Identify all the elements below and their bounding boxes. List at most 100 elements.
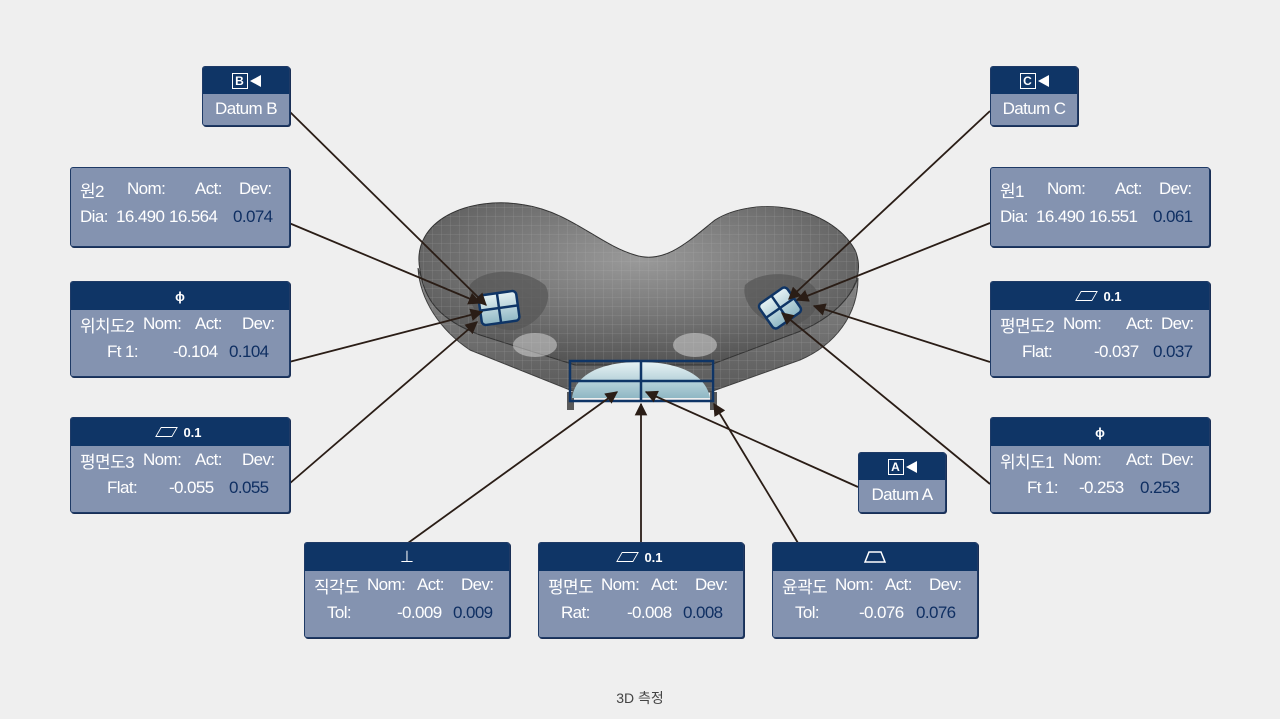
circle1-header-row: 원1 Nom: Act: Dev: — [991, 175, 1209, 203]
position2-symbol-header: ϕ — [71, 282, 289, 310]
nominal-heading: Nom: — [367, 575, 406, 594]
flatness-icon — [1075, 291, 1099, 301]
profile-icon — [864, 551, 886, 563]
actual-heading: Act: — [885, 575, 912, 594]
actual-heading: Act: — [1126, 450, 1153, 469]
leader-position2 — [288, 308, 484, 363]
actual-value: 16.564 — [169, 207, 218, 226]
actual-value: -0.076 — [859, 603, 904, 622]
front-window-feature — [568, 359, 715, 403]
actual-value: -0.055 — [169, 478, 214, 497]
parameter-label: Ft 1: — [1027, 478, 1059, 497]
circle2-value-row: Dia: 16.490 16.564 0.074 — [71, 203, 289, 231]
datum-triangle-icon — [249, 74, 261, 87]
flatness3-callout: 0.1 평면도3 Nom: Act: Dev: Flat: -0.055 0.0… — [70, 417, 290, 513]
flatness-icon — [155, 427, 179, 437]
deviation-value: 0.009 — [453, 603, 493, 622]
feature-name: 원2 — [80, 181, 105, 201]
nominal-heading: Nom: — [143, 450, 182, 469]
position1-value-row: Ft 1: -0.253 0.253 — [991, 474, 1209, 502]
position1-symbol-header: ϕ — [991, 418, 1209, 446]
position-icon: ϕ — [1095, 424, 1105, 440]
nominal-value: 16.490 — [116, 207, 165, 226]
datum-c-letter: C — [1019, 72, 1036, 89]
leader-datum-b — [288, 110, 487, 306]
actual-heading: Act: — [195, 450, 222, 469]
deviation-value: 0.008 — [683, 603, 723, 622]
deviation-heading: Dev: — [242, 450, 275, 469]
tolerance-value: 0.1 — [1103, 288, 1122, 304]
deviation-heading: Dev: — [1159, 179, 1192, 198]
parameter-label: Dia: — [80, 207, 108, 226]
parameter-label: Ft 1: — [107, 342, 139, 361]
flatness2-value-row: Flat: -0.037 0.037 — [991, 338, 1209, 366]
datum-a-letter: A — [887, 458, 904, 475]
profile-callout: 윤곽도 Nom: Act: Dev: Tol: -0.076 0.076 — [772, 542, 978, 638]
parameter-label: Tol: — [795, 603, 820, 622]
flatness2-symbol-header: 0.1 — [991, 282, 1209, 310]
deviation-heading: Dev: — [695, 575, 728, 594]
nominal-value: 16.490 — [1036, 207, 1085, 226]
deviation-value: 0.074 — [233, 207, 273, 226]
deviation-heading: Dev: — [1161, 314, 1194, 333]
profile-symbol-header — [773, 543, 977, 571]
deviation-heading: Dev: — [929, 575, 962, 594]
tolerance-value: 0.1 — [183, 424, 202, 440]
deviation-value: 0.061 — [1153, 207, 1193, 226]
part-flange — [417, 267, 859, 393]
figure-caption: 3D 측정 — [616, 690, 664, 706]
datum-a-header: A — [859, 453, 945, 480]
position2-header-row: 위치도2 Nom: Act: Dev: — [71, 310, 289, 338]
actual-value: -0.037 — [1094, 342, 1139, 361]
flatness-value-row: Rat: -0.008 0.008 — [539, 599, 743, 627]
deviation-value: 0.104 — [229, 342, 269, 361]
position2-value-row: Ft 1: -0.104 0.104 — [71, 338, 289, 366]
leader-flatness3 — [288, 321, 478, 485]
deviation-value: 0.055 — [229, 478, 269, 497]
leader-perpendicularity — [407, 391, 619, 544]
flatness-callout: 0.1 평면도 Nom: Act: Dev: Rat: -0.008 0.008 — [538, 542, 744, 638]
deviation-heading: Dev: — [242, 314, 275, 333]
parameter-label: Dia: — [1000, 207, 1028, 226]
profile-value-row: Tol: -0.076 0.076 — [773, 599, 977, 627]
actual-heading: Act: — [195, 314, 222, 333]
flatness-symbol-header: 0.1 — [539, 543, 743, 571]
feature-name: 직각도 — [314, 577, 360, 597]
datum-c-label: C Datum C — [990, 66, 1078, 126]
circle1-callout: 원1 Nom: Act: Dev: Dia: 16.490 16.551 0.0… — [990, 167, 1210, 247]
nominal-heading: Nom: — [835, 575, 874, 594]
deviation-heading: Dev: — [1161, 450, 1194, 469]
circle2-callout: 원2 Nom: Act: Dev: Dia: 16.490 16.564 0.0… — [70, 167, 290, 247]
feature-name: 평면도3 — [80, 452, 135, 472]
leader-datum-a — [644, 390, 859, 488]
parameter-label: Flat: — [107, 478, 138, 497]
position1-header-row: 위치도1 Nom: Act: Dev: — [991, 446, 1209, 474]
datum-a-text: Datum A — [871, 485, 934, 504]
flatness-header-row: 평면도 Nom: Act: Dev: — [539, 571, 743, 599]
actual-heading: Act: — [1126, 314, 1153, 333]
perpendicularity-header-row: 직각도 Nom: Act: Dev: — [305, 571, 509, 599]
datum-triangle-icon — [1037, 74, 1049, 87]
deviation-value: 0.037 — [1153, 342, 1193, 361]
leader-circle2 — [288, 222, 482, 305]
nominal-heading: Nom: — [143, 314, 182, 333]
datum-b-header: B — [203, 67, 289, 94]
actual-value: -0.104 — [173, 342, 218, 361]
parameter-label: Flat: — [1022, 342, 1053, 361]
actual-heading: Act: — [1115, 179, 1142, 198]
tolerance-value: 0.1 — [644, 549, 663, 565]
leader-flatness2 — [812, 303, 991, 363]
nominal-heading: Nom: — [1047, 179, 1086, 198]
actual-heading: Act: — [195, 179, 222, 198]
datum-b-text: Datum B — [215, 99, 278, 118]
datum-c-text: Datum C — [1002, 99, 1066, 118]
nominal-heading: Nom: — [127, 179, 166, 198]
circle2-header-row: 원2 Nom: Act: Dev: — [71, 175, 289, 203]
parameter-label: Tol: — [327, 603, 352, 622]
actual-heading: Act: — [651, 575, 678, 594]
right-hole-feature — [757, 286, 803, 330]
position-icon: ϕ — [175, 288, 185, 304]
flatness3-value-row: Flat: -0.055 0.055 — [71, 474, 289, 502]
deviation-heading: Dev: — [239, 179, 272, 198]
datum-c-header: C — [991, 67, 1077, 94]
